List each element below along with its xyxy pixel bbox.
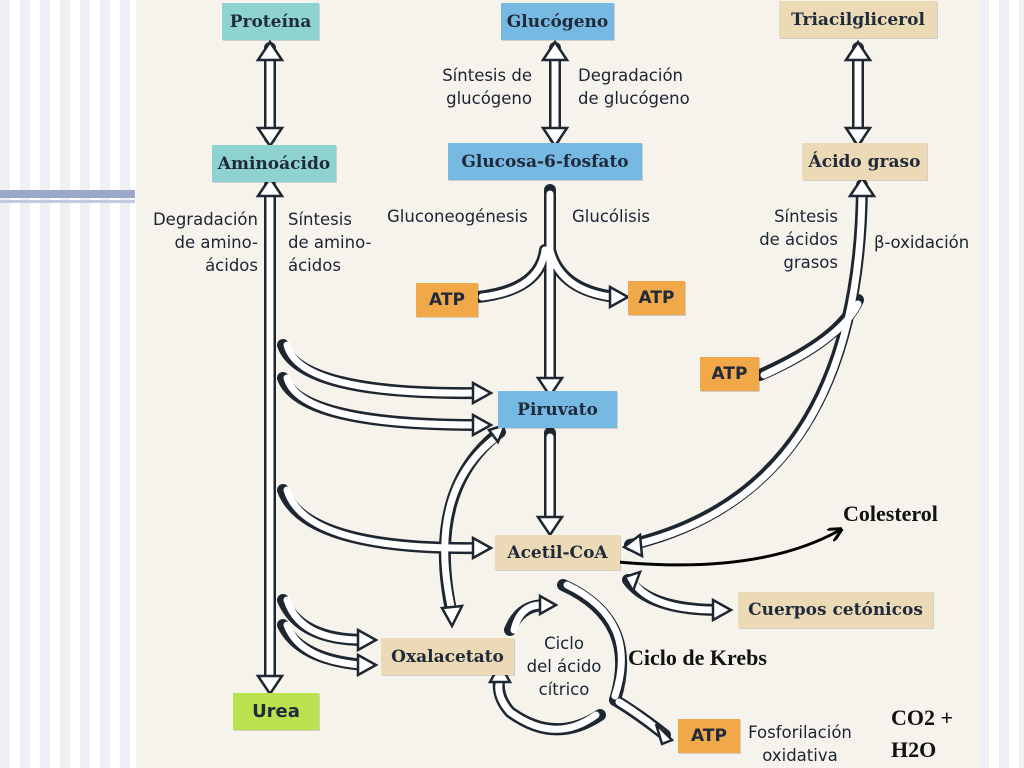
annotation-co2: CO2 + xyxy=(891,705,954,730)
box-triacilglicerol: Triacilglicerol xyxy=(779,1,937,38)
box-atp-right: ATP xyxy=(700,357,759,391)
arrow-acetil-colesterol xyxy=(616,530,840,567)
box-proteina: Proteína xyxy=(222,3,319,40)
box-urea: Urea xyxy=(233,693,319,730)
slide-accent-bar-thin xyxy=(0,200,135,203)
box-acetil-coa: Acetil-CoA xyxy=(495,535,620,570)
box-glucosa-6-fosfato: Glucosa-6-fosfato xyxy=(448,143,642,180)
right-decorative-stripes xyxy=(979,0,1024,768)
label-ciclo-acido-citrico: Ciclo del ácido cítrico xyxy=(526,634,602,699)
annotation-h2o: H2O xyxy=(891,737,937,762)
box-atp-left: ATP xyxy=(416,283,478,317)
annotation-ciclo-de-krebs: Ciclo de Krebs xyxy=(628,645,767,670)
label-beta-oxidacion: β-oxidación xyxy=(874,233,970,252)
annotation-colesterol: Colesterol xyxy=(843,501,938,526)
box-aminoacido: Aminoácido xyxy=(212,145,336,182)
box-piruvato: Piruvato xyxy=(498,391,617,428)
box-glucogeno: Glucógeno xyxy=(501,3,614,40)
label-degradacion-glucogeno: Degradación de glucógeno xyxy=(578,66,690,108)
box-oxalacetato: Oxalacetato xyxy=(381,638,514,675)
label-sintesis-aminoacidos: Síntesis de amino- ácidos xyxy=(288,210,372,275)
label-fosforilacion-oxidativa: Fosforilación oxidativa xyxy=(748,723,852,765)
box-atp-mid: ATP xyxy=(628,281,685,315)
label-sintesis-glucogeno: Síntesis de glucógeno xyxy=(442,66,532,108)
left-decorative-stripes xyxy=(0,0,135,768)
box-atp-bottom: ATP xyxy=(678,719,740,753)
slide-accent-bar xyxy=(0,190,135,198)
label-glucolisis: Glucólisis xyxy=(572,207,650,226)
box-acido-graso: Ácido graso xyxy=(802,143,927,180)
box-cuerpos-cetonicos: Cuerpos cetónicos xyxy=(738,592,933,628)
label-sintesis-acidos-grasos: Síntesis de ácidos grasos xyxy=(759,207,838,272)
label-degradacion-aminoacidos: Degradación de amino- ácidos xyxy=(140,208,258,277)
label-gluconeogenesis: Gluconeogénesis xyxy=(387,207,528,226)
